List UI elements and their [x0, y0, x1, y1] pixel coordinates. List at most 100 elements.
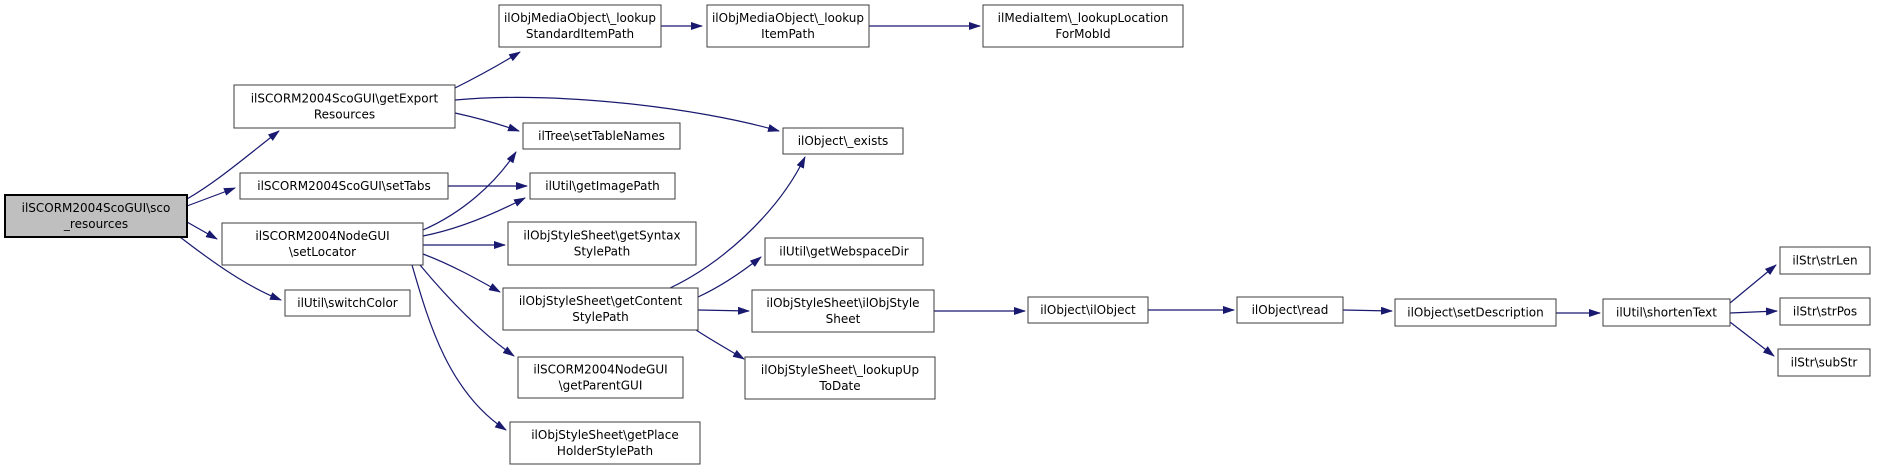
node-label-sub-str: ilStr\subStr: [1791, 356, 1858, 370]
node-label-line: ilUtil\getImagePath: [545, 179, 660, 193]
edge-shorten-text-to-sub-str: [1729, 321, 1775, 357]
node-label-line: StylePath: [574, 245, 631, 259]
node-box-get-parent-gui[interactable]: [517, 356, 684, 399]
node-get-webspace-dir[interactable]: ilUtil\getWebspaceDir: [764, 237, 924, 266]
node-label-line: ilStr\strPos: [1793, 305, 1857, 319]
node-box-get-image-path[interactable]: [529, 172, 676, 200]
node-get-parent-gui[interactable]: ilSCORM2004NodeGUI\getParentGUI: [517, 356, 684, 399]
node-set-description[interactable]: ilObject\setDescription: [1394, 298, 1557, 327]
node-label-line: ilObjStyleSheet\getContent: [519, 294, 683, 308]
node-box-set-locator[interactable]: [221, 222, 424, 266]
node-box-get-content-style-path[interactable]: [502, 287, 699, 331]
edge-set-locator-to-get-content-style-path: [422, 253, 501, 293]
node-box-set-description[interactable]: [1394, 298, 1557, 327]
node-label-line: ilUtil\switchColor: [297, 296, 398, 310]
edge-set-locator-to-get-image-path: [422, 197, 526, 237]
node-label-line: Resources: [314, 108, 375, 122]
node-label-sco-resources: ilSCORM2004ScoGUI\sco _resources: [22, 201, 171, 231]
node-set-locator[interactable]: ilSCORM2004NodeGUI\setLocator: [221, 222, 424, 266]
node-box-switch-color[interactable]: [284, 289, 411, 317]
node-box-set-table-names[interactable]: [522, 122, 681, 150]
node-box-object-read[interactable]: [1236, 296, 1344, 324]
node-label-line: ilObject\setDescription: [1407, 306, 1543, 320]
node-label-set-table-names: ilTree\setTableNames: [538, 129, 665, 143]
node-label-line: ilObjStyleSheet\getPlace: [531, 428, 679, 442]
edge-set-locator-to-get-place-holder-style-path: [411, 264, 507, 431]
node-label-line: ilUtil\getWebspaceDir: [779, 245, 909, 259]
node-label-line: ItemPath: [761, 27, 815, 41]
node-label-line: ilObjStyleSheet\getSyntax: [523, 229, 680, 243]
node-box-shorten-text[interactable]: [1602, 298, 1731, 327]
edge-shorten-text-to-str-len: [1729, 264, 1777, 304]
node-label-line: ilMediaItem\_lookupLocation: [998, 11, 1169, 25]
node-object-exists[interactable]: ilObject\_exists: [782, 127, 904, 155]
node-il-object[interactable]: ilObject\ilObject: [1027, 296, 1149, 324]
edge-get-export-resources-to-set-table-names: [454, 112, 520, 132]
node-label-line: ForMobId: [1055, 27, 1110, 41]
edge-shorten-text-to-str-pos: [1729, 307, 1778, 316]
node-box-get-webspace-dir[interactable]: [764, 237, 924, 266]
node-label-line: HolderStylePath: [557, 444, 653, 458]
node-str-pos[interactable]: ilStr\strPos: [1779, 297, 1871, 326]
edge-get-content-style-path-to-object-exists: [669, 156, 806, 289]
node-label-line: _resources: [63, 217, 128, 231]
node-box-il-obj-style-sheet[interactable]: [751, 289, 935, 333]
node-label-line: ilObjStyleSheet\_lookupUp: [761, 363, 919, 377]
node-box-lookup-location-for-mob-id[interactable]: [982, 4, 1184, 48]
node-label-line: Sheet: [826, 312, 861, 326]
edge-get-content-style-path-to-il-obj-style-sheet: [697, 306, 750, 315]
node-get-image-path[interactable]: ilUtil\getImagePath: [529, 172, 676, 200]
node-label-object-read: ilObject\read: [1252, 303, 1329, 317]
edge-get-content-style-path-to-lookup-up-to-date: [695, 329, 745, 360]
node-label-line: ilSCORM2004NodeGUI: [255, 229, 389, 243]
node-box-lookup-item-path[interactable]: [706, 4, 870, 48]
node-box-set-tabs[interactable]: [239, 172, 449, 200]
node-set-table-names[interactable]: ilTree\setTableNames: [522, 122, 681, 150]
node-label-get-parent-gui: ilSCORM2004NodeGUI\getParentGUI: [533, 363, 667, 393]
node-sub-str[interactable]: ilStr\subStr: [1777, 348, 1871, 377]
node-label-line: StandardItemPath: [526, 27, 634, 41]
node-box-lookup-standard-item-path[interactable]: [498, 4, 662, 48]
node-label-switch-color: ilUtil\switchColor: [297, 296, 398, 310]
node-label-line: ToDate: [818, 379, 860, 393]
node-box-get-syntax-style-path[interactable]: [507, 221, 697, 266]
node-switch-color[interactable]: ilUtil\switchColor: [284, 289, 411, 317]
node-shorten-text[interactable]: ilUtil\shortenText: [1602, 298, 1731, 327]
node-label-str-len: ilStr\strLen: [1792, 254, 1857, 268]
node-label-object-exists: ilObject\_exists: [798, 134, 889, 148]
node-box-get-place-holder-style-path[interactable]: [509, 421, 701, 465]
node-box-lookup-up-to-date[interactable]: [744, 356, 936, 400]
node-box-il-object[interactable]: [1027, 296, 1149, 324]
node-label-set-locator: ilSCORM2004NodeGUI\setLocator: [255, 229, 389, 259]
node-label-line: \getParentGUI: [559, 379, 643, 393]
node-str-len[interactable]: ilStr\strLen: [1779, 246, 1871, 275]
node-label-set-tabs: ilSCORM2004ScoGUI\setTabs: [257, 179, 430, 193]
node-box-object-exists[interactable]: [782, 127, 904, 155]
node-box-sub-str[interactable]: [1777, 348, 1871, 377]
node-set-tabs[interactable]: ilSCORM2004ScoGUI\setTabs: [239, 172, 449, 200]
edge-sco-resources-to-switch-color: [179, 236, 282, 301]
node-label-shorten-text: ilUtil\shortenText: [1616, 306, 1717, 320]
node-box-get-export-resources[interactable]: [233, 84, 456, 129]
node-label-line: ilSCORM2004ScoGUI\sco: [22, 201, 171, 215]
edge-get-export-resources-to-lookup-standard-item-path: [452, 51, 521, 90]
node-box-str-len[interactable]: [1779, 246, 1871, 275]
node-box-str-pos[interactable]: [1779, 297, 1871, 326]
node-object-read[interactable]: ilObject\read: [1236, 296, 1344, 324]
